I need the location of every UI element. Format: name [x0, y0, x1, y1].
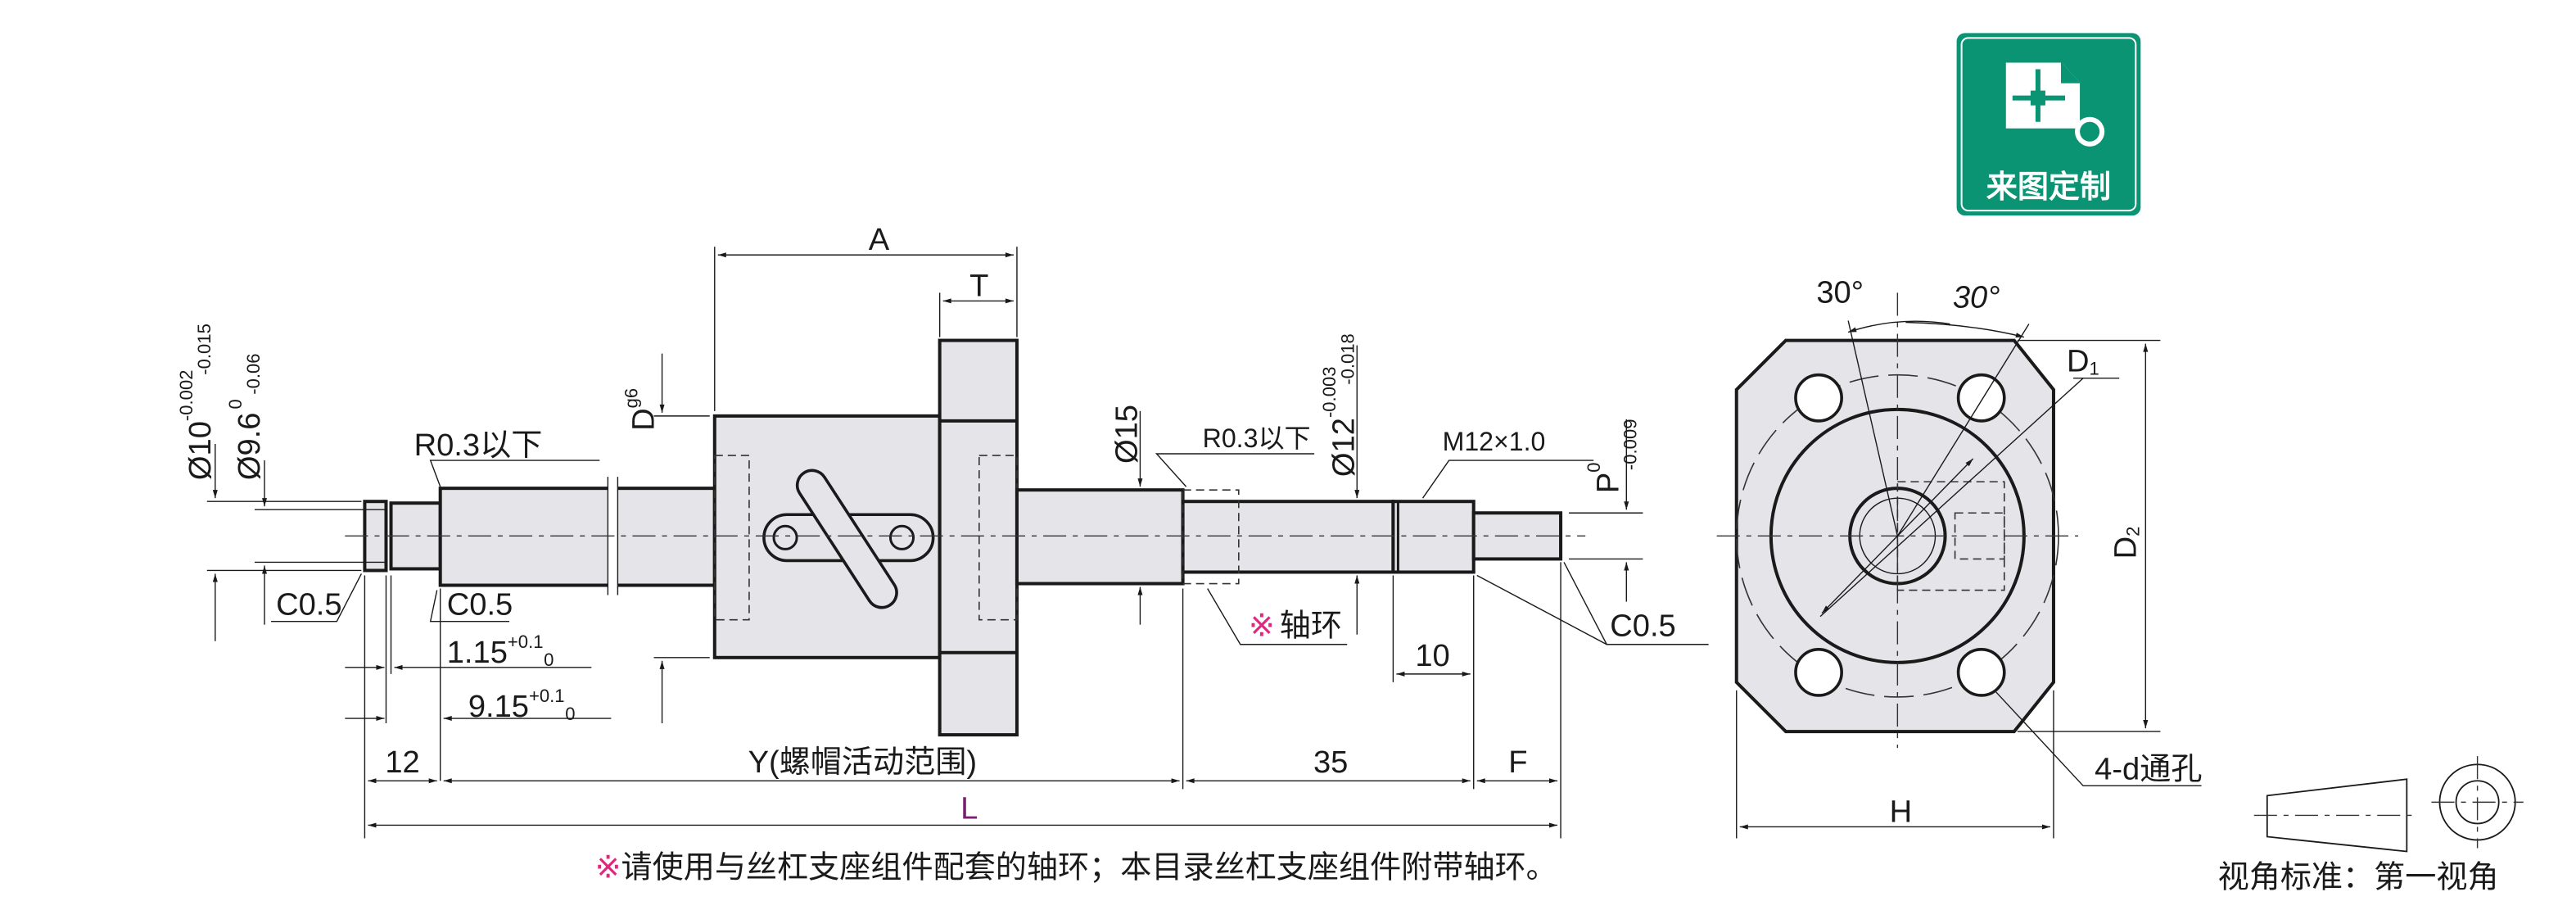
chamfer-left2: C0.5 — [447, 587, 513, 623]
first-angle-projection-icon — [2253, 756, 2524, 853]
dim-f: F — [1508, 745, 1527, 780]
ball-screw-front-view: A T Dg6 Ø10-0.002 -0.015 Ø9.60 -0.06 R0.… — [176, 222, 1709, 839]
dim-dia96: Ø9.60 — [225, 399, 267, 480]
dim-9-15-tol-lower: 0 — [565, 704, 575, 724]
fillet-right: R0.3以下 — [1203, 423, 1311, 453]
custom-drawing-badge[interactable]: 来图定制 — [1956, 33, 2141, 216]
dim-d1: D1 — [2067, 344, 2099, 379]
fillet-left: R0.3以下 — [414, 428, 543, 463]
dim-12: 12 — [385, 745, 419, 780]
dim-dia12: Ø12-0.003 — [1319, 366, 1361, 477]
chamfer-right: C0.5 — [1610, 609, 1676, 644]
angle-right: 30° — [1953, 279, 2000, 315]
dim-dia12-tol-lower: -0.018 — [1337, 333, 1358, 385]
dim-d: Dg6 — [621, 388, 661, 431]
support-side-view: 30° 30° D1 D2 4-d通孔 H — [1716, 274, 2202, 839]
dim-p-tol-lower: -0.009 — [1620, 419, 1640, 471]
note: ※请使用与丝杠支座组件配套的轴环；本目录丝杠支座组件附带轴环。 — [595, 850, 1557, 885]
dim-1-15: 1.15+0.1 — [447, 632, 544, 670]
dim-dia96-tol-lower: -0.06 — [243, 353, 264, 394]
dim-l: L — [960, 790, 978, 826]
holes-label: 4-d通孔 — [2095, 751, 2202, 786]
angle-left: 30° — [1816, 274, 1864, 310]
dim-35: 35 — [1313, 745, 1348, 780]
dim-dia10-tol-lower: -0.015 — [194, 324, 215, 375]
dim-dia15: Ø15 — [1109, 405, 1144, 464]
dim-a: A — [869, 222, 890, 257]
dim-dia10: Ø10-0.002 — [176, 370, 218, 481]
thread-spec: M12×1.0 — [1443, 427, 1546, 456]
dim-9-15: 9.15+0.1 — [468, 686, 565, 724]
badge-label: 来图定制 — [1986, 170, 2111, 205]
dim-10: 10 — [1415, 638, 1449, 673]
collar-label: ※轴环 — [1249, 609, 1342, 644]
dim-y: Y(螺帽活动范围) — [748, 745, 977, 780]
custom-drawing-icon — [2005, 62, 2105, 147]
dim-1-15-tol-lower: 0 — [544, 650, 554, 670]
chamfer-left1: C0.5 — [276, 587, 342, 623]
dim-h: H — [1890, 794, 1913, 829]
dim-t: T — [969, 268, 988, 303]
projection-label: 视角标准：第一视角 — [2218, 860, 2499, 895]
dim-d2: D2 — [2108, 527, 2143, 559]
ball-return-icon — [762, 469, 935, 609]
dim-p: P0 — [1584, 462, 1625, 493]
